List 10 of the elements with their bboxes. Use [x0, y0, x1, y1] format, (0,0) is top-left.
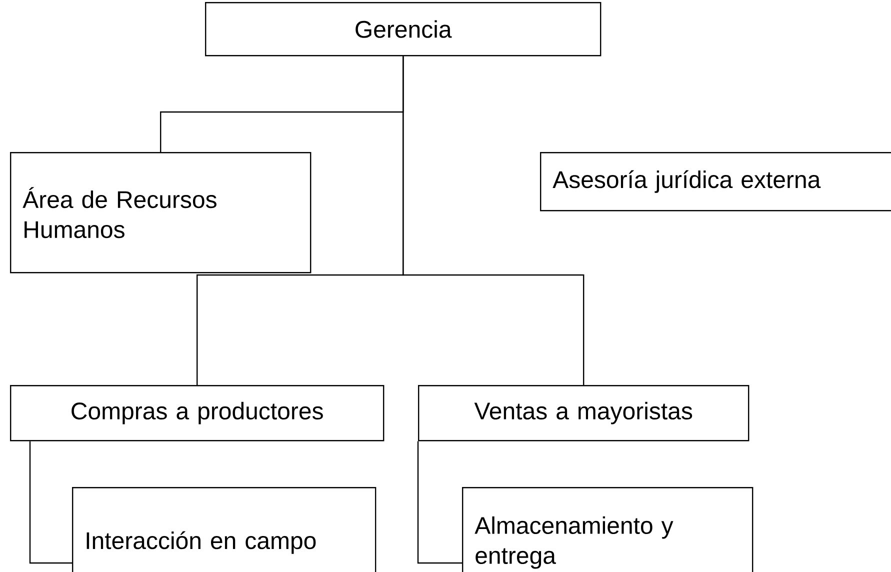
- org-box: Área de Recursos Humanos: [10, 152, 312, 274]
- org-box: Interacción en campo: [72, 486, 376, 572]
- org-box: Compras a productores: [10, 384, 384, 442]
- connector-line: [402, 56, 584, 385]
- connector-line: [417, 441, 462, 564]
- org-box: Gerencia: [205, 2, 602, 56]
- org-box: Asesoría jurídica externa: [540, 152, 891, 212]
- org-box: Ventas a mayoristas: [418, 384, 750, 442]
- connector-line: [29, 441, 72, 564]
- org-box: Almacenamiento y entrega: [462, 486, 754, 572]
